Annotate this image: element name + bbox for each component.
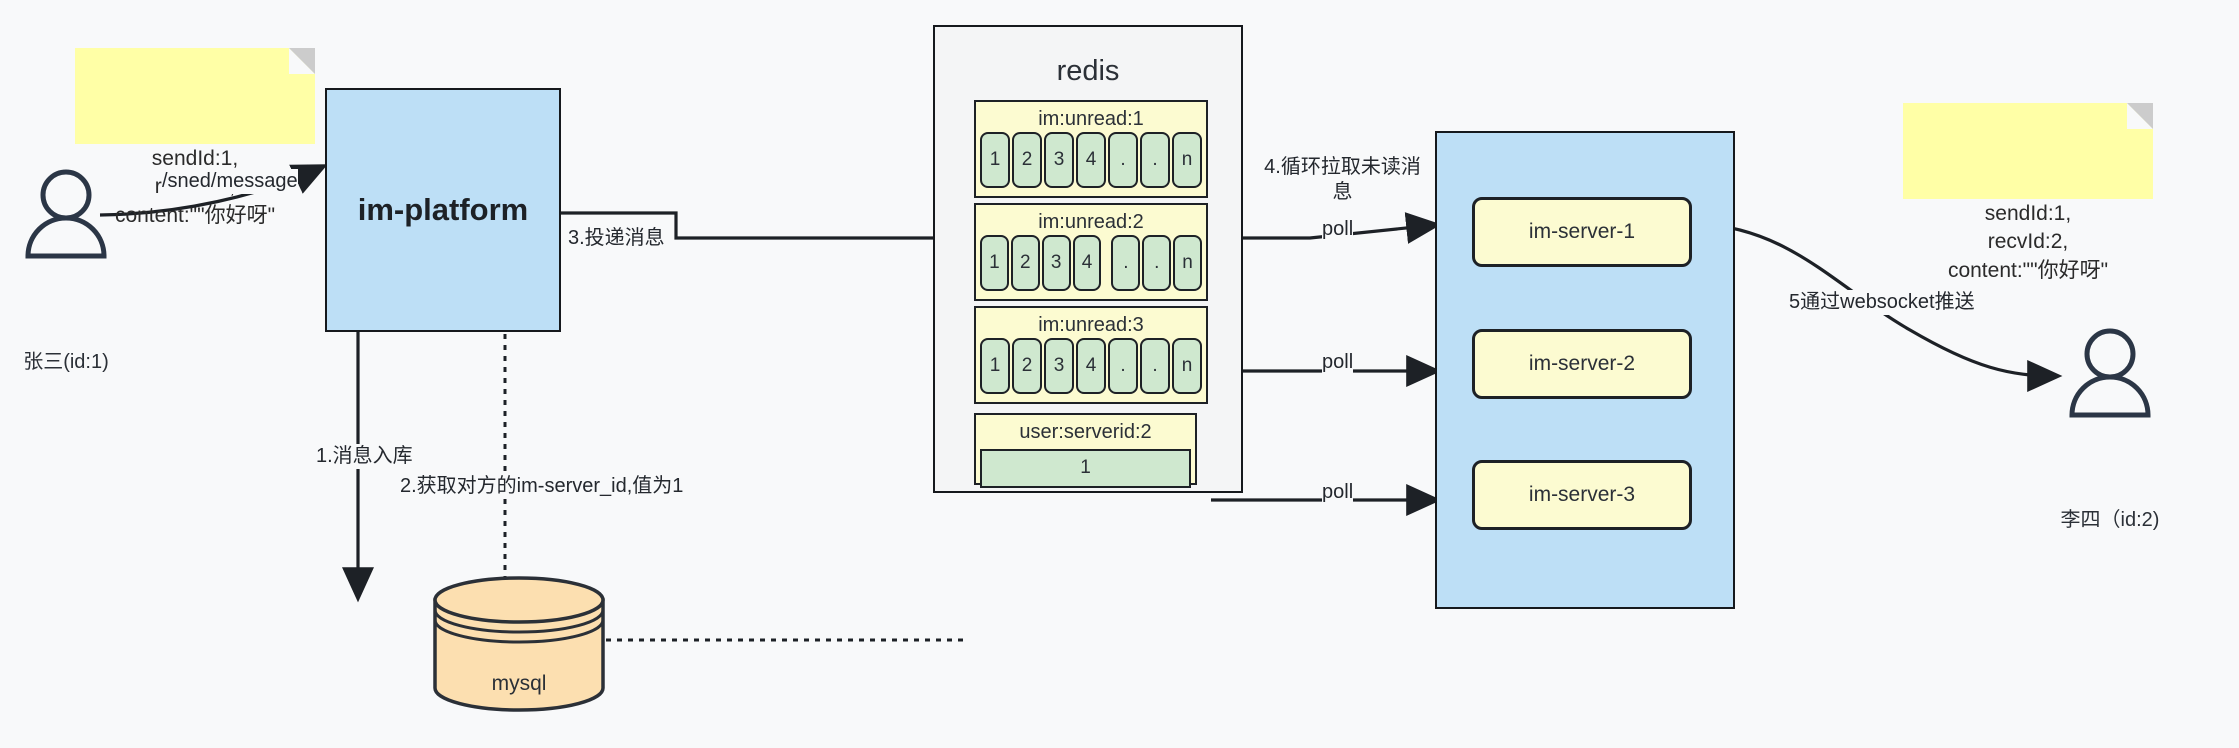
receiver-label: 李四（id:2) xyxy=(2060,509,2160,531)
edge-step5 xyxy=(1699,222,2063,392)
queue-cell[interactable]: n xyxy=(1172,132,1202,188)
redis-queue-3[interactable]: im:unread:3 1 2 3 4 . . n xyxy=(974,306,1208,404)
queue-cell[interactable]: 1 xyxy=(980,132,1010,188)
edge-label-step1: 1.消息入库 xyxy=(316,444,413,469)
mysql-label: mysql xyxy=(491,672,547,695)
queue-cell[interactable]: 1 xyxy=(980,235,1009,291)
queue-cell[interactable]: 3 xyxy=(1044,338,1074,394)
user-icon xyxy=(2069,328,2151,418)
redis-queue-1-cells: 1 2 3 4 . . n xyxy=(976,132,1206,191)
edge-label-poll-2: poll xyxy=(1322,350,1354,375)
queue-cell[interactable]: 2 xyxy=(1010,235,1040,291)
edge-step3 xyxy=(560,211,970,254)
edge-label-step4: 4.循环拉取未读消 息 xyxy=(1255,155,1430,205)
queue-cell[interactable]: . xyxy=(1108,338,1138,394)
redis-queue-3-name: im:unread:3 xyxy=(1038,314,1144,336)
queue-cell[interactable]: 4 xyxy=(1072,235,1102,291)
redis-queue-3-cells: 1 2 3 4 . . n xyxy=(976,338,1206,397)
right-note-text: sendId:1, recvId:2, content:""你好呀" xyxy=(1947,202,2109,282)
left-sticky-note: sendId:1, recvId:2, content:""你好呀" xyxy=(75,48,315,227)
im-server-node-2[interactable]: im-server-2 xyxy=(1472,329,1692,399)
user-icon xyxy=(25,169,107,259)
mysql-database[interactable]: mysql xyxy=(431,576,607,712)
queue-cell[interactable]: . xyxy=(1140,132,1170,188)
queue-cell[interactable]: . xyxy=(1140,338,1170,394)
right-sticky-note: sendId:1, recvId:2, content:""你好呀" xyxy=(1903,103,2153,282)
redis-queue-1-name: im:unread:1 xyxy=(1038,108,1144,130)
redis-kv-user-serverid[interactable]: user:serverid:2 1 xyxy=(974,413,1197,488)
queue-cell[interactable]: 4 xyxy=(1076,338,1106,394)
queue-cell[interactable]: 1 xyxy=(980,338,1010,394)
redis-queue-1[interactable]: im:unread:1 1 2 3 4 . . n xyxy=(974,100,1208,198)
queue-cell[interactable]: 2 xyxy=(1012,132,1042,188)
queue-cell[interactable]: 2 xyxy=(1012,338,1042,394)
receiver-actor xyxy=(2064,327,2156,419)
edge-label-poll-3: poll xyxy=(1322,480,1354,505)
redis-queue-2[interactable]: im:unread:2 1 2 3 4 . . n xyxy=(974,203,1208,301)
queue-cell[interactable]: 3 xyxy=(1044,132,1074,188)
edge-step2 xyxy=(490,227,963,642)
sender-actor xyxy=(20,168,112,260)
edge-label-send-message: /sned/message xyxy=(162,169,298,194)
queue-cell[interactable]: . xyxy=(1108,132,1138,188)
im-server-node-1[interactable]: im-server-1 xyxy=(1472,197,1692,267)
queue-cell[interactable]: n xyxy=(1172,338,1202,394)
edge-label-step5: 5通过websocket推送 xyxy=(1789,290,1975,315)
sender-label: 张三(id:1) xyxy=(23,351,109,373)
edge-label-step3: 3.投递消息 xyxy=(568,226,665,251)
edge-send-message xyxy=(99,164,328,217)
im-server-node-3[interactable]: im-server-3 xyxy=(1472,460,1692,530)
im-platform-label: im-platform xyxy=(357,192,529,227)
redis-title: redis xyxy=(1056,55,1120,87)
redis-kv-key: user:serverid:2 xyxy=(1019,421,1152,443)
queue-cell[interactable]: n xyxy=(1173,235,1203,291)
queue-cell[interactable]: 3 xyxy=(1041,235,1071,291)
redis-kv-value: 1 xyxy=(980,449,1191,488)
im-server-cluster[interactable]: im-server-1 im-server-2 im-server-3 xyxy=(1435,131,1735,609)
edge-label-step2: 2.获取对方的im-server_id,值为1 xyxy=(400,474,684,499)
redis-queue-2-cells: 1 2 3 4 . . n xyxy=(976,235,1206,294)
redis-queue-2-name: im:unread:2 xyxy=(1038,211,1144,233)
queue-cell[interactable]: . xyxy=(1111,235,1141,291)
redis-container[interactable]: redis im:unread:1 1 2 3 4 . . n im:unrea… xyxy=(933,25,1243,493)
im-platform-box[interactable]: im-platform xyxy=(325,88,561,332)
database-cylinder-icon xyxy=(433,576,605,712)
edge-poll-1 xyxy=(1211,212,1442,244)
edge-label-poll-1: poll xyxy=(1322,217,1354,242)
queue-cell[interactable]: 4 xyxy=(1076,132,1106,188)
queue-cell[interactable]: . xyxy=(1142,235,1172,291)
